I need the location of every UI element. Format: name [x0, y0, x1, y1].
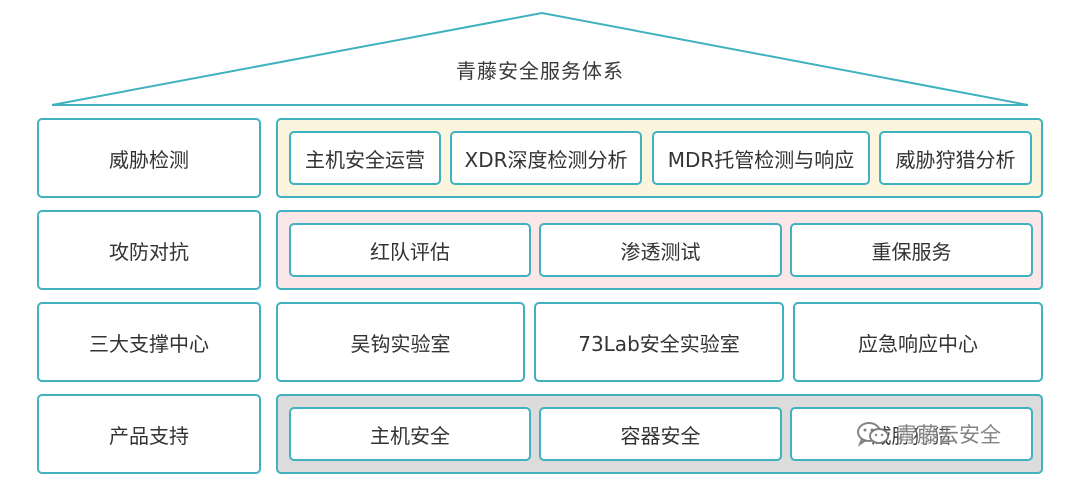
roof-triangle — [51, 11, 1029, 106]
item-container-security: 容器安全 — [539, 407, 782, 461]
panel-product-support: 主机安全 容器安全 威胁狩猎 — [276, 394, 1043, 474]
item-critical-protection: 重保服务 — [790, 223, 1033, 277]
watermark-text: 青藤云安全 — [896, 423, 1001, 447]
panel-threat-detection: 主机安全运营 XDR深度检测分析 MDR托管检测与响应 威胁狩猎分析 — [276, 118, 1043, 198]
item-wugou-lab: 吴钩实验室 — [276, 302, 525, 382]
watermark: 青藤云安全 — [856, 419, 1001, 449]
item-xdr-analysis: XDR深度检测分析 — [450, 131, 642, 185]
item-red-team: 红队评估 — [289, 223, 531, 277]
panel-offense-defense: 红队评估 渗透测试 重保服务 — [276, 210, 1043, 290]
row-label-support-centers: 三大支撑中心 — [37, 302, 261, 382]
item-host-security: 主机安全 — [289, 407, 531, 461]
item-mdr-response: MDR托管检测与响应 — [652, 131, 870, 185]
item-emergency-center: 应急响应中心 — [793, 302, 1043, 382]
panel-support-centers: 吴钩实验室 73Lab安全实验室 应急响应中心 — [276, 302, 1043, 382]
wechat-icon — [857, 422, 889, 447]
item-73lab: 73Lab安全实验室 — [534, 302, 784, 382]
item-host-security-ops: 主机安全运营 — [289, 131, 441, 185]
item-threat-hunting-analysis: 威胁狩猎分析 — [879, 131, 1032, 185]
row-label-threat-detection: 威胁检测 — [37, 118, 261, 198]
diagram-title: 青藤安全服务体系 — [456, 59, 624, 83]
row-label-offense-defense: 攻防对抗 — [37, 210, 261, 290]
item-penetration-test: 渗透测试 — [539, 223, 782, 277]
row-label-product-support: 产品支持 — [37, 394, 261, 474]
item-threat-hunting: 威胁狩猎 — [790, 407, 1033, 461]
